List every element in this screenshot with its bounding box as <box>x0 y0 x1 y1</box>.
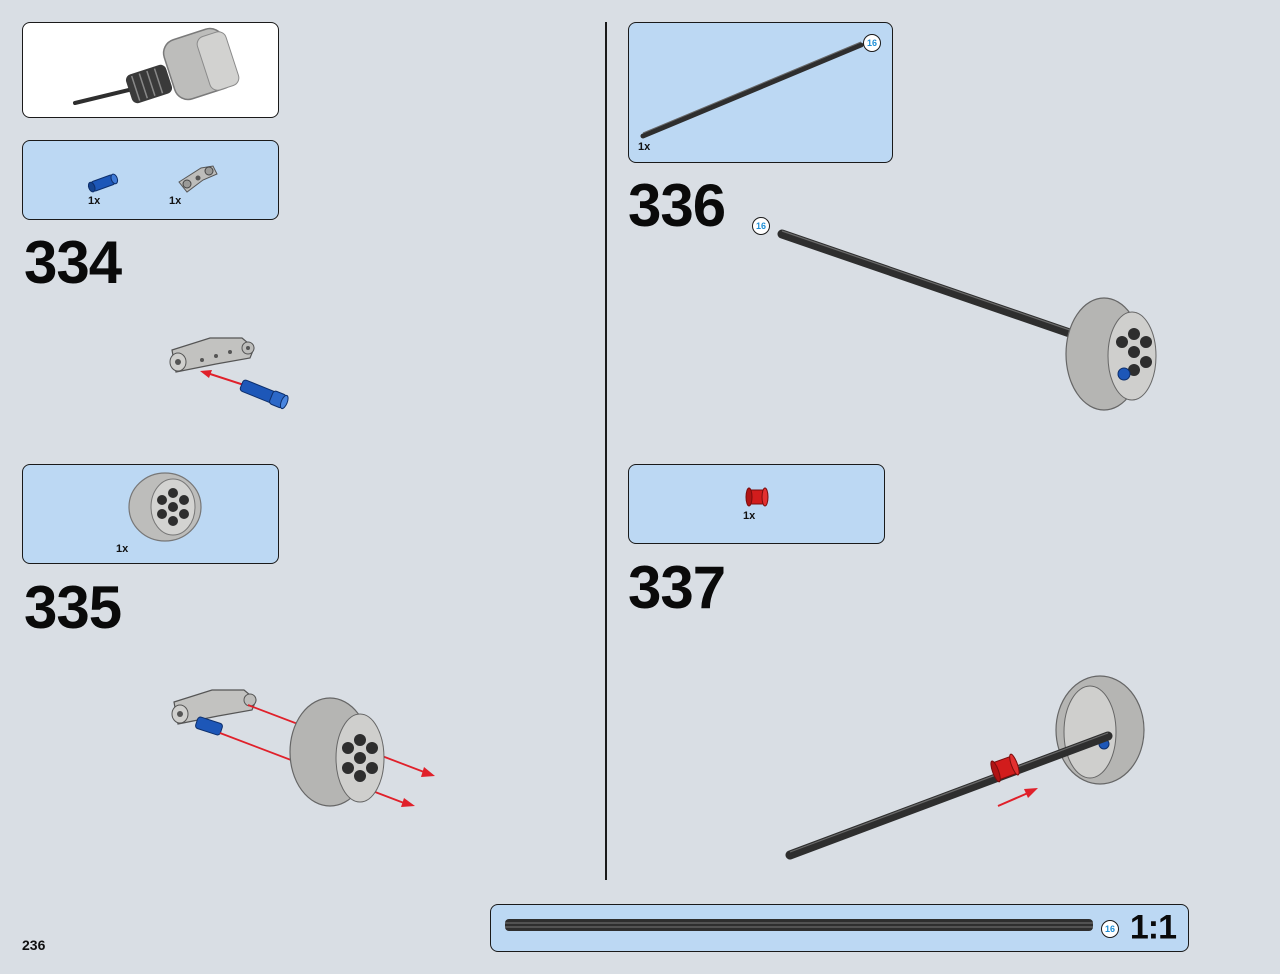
page-number: 236 <box>22 937 46 953</box>
length-scale-bar: 16 1:1 <box>490 904 1189 952</box>
step-number: 336 <box>628 172 726 239</box>
axle-length-badge: 16 <box>1101 920 1119 938</box>
axle-scale-image <box>505 919 1093 931</box>
quantity-label: 1x <box>169 195 182 207</box>
submodel-preview-callout <box>22 22 279 118</box>
parts-callout-336: 16 1x <box>628 22 893 163</box>
quantity-label: 1x <box>743 510 756 522</box>
column-divider <box>605 22 607 880</box>
quantity-label: 1x <box>88 195 101 207</box>
step-number: 334 <box>24 229 122 296</box>
axle-length-badge: 16 <box>752 217 770 235</box>
gray-wheel-hub-image <box>128 472 202 542</box>
gray-angled-beam-image <box>178 165 218 193</box>
axle-length-badge: 16 <box>863 34 881 52</box>
step-number: 335 <box>24 574 122 641</box>
step-number: 337 <box>628 554 726 621</box>
axle-16-image <box>640 41 864 139</box>
parts-callout-337: 1x <box>628 464 885 544</box>
red-bush-image <box>745 487 769 507</box>
quantity-label: 1x <box>116 543 129 555</box>
blue-connector-pin-image <box>87 173 119 193</box>
parts-callout-334: 1x 1x <box>22 140 279 220</box>
scale-label: 1:1 <box>1129 908 1177 947</box>
parts-callout-335: 1x <box>22 464 279 564</box>
quantity-label: 1x <box>638 141 651 153</box>
submodel-preview-image <box>73 27 240 105</box>
